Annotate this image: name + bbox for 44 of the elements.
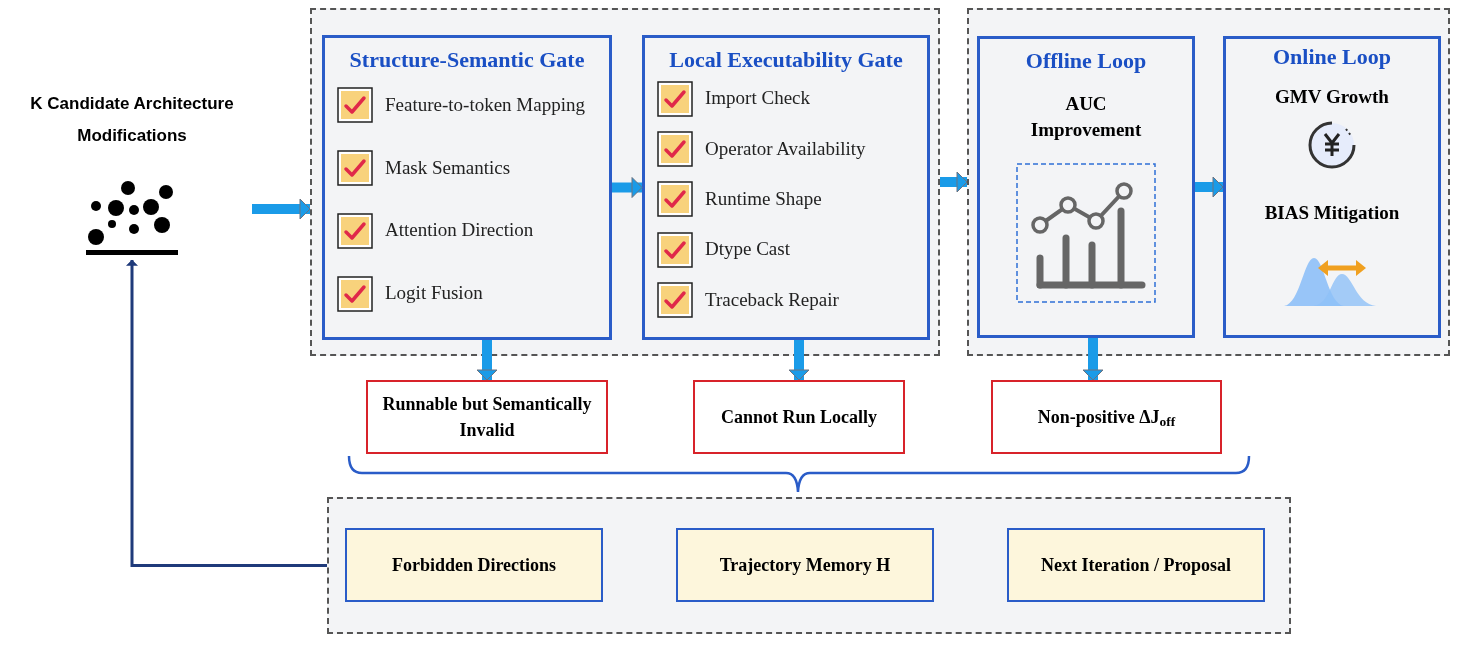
loop-heading: Online Loop [1273,43,1391,71]
failure-box [366,380,608,454]
dashed-group-frame [327,497,1291,634]
memory-box [676,528,934,602]
arrow [252,198,311,220]
check-item-text: Feature-to-token Mapping [385,92,585,117]
arrow [1082,338,1104,381]
metric-text: BIAS Mitigation [1264,201,1400,225]
gate-heading: Structure-Semantic Gate [349,46,585,74]
failure-box [693,380,905,454]
check-item-text: Logit Fusion [385,281,483,306]
memory-text: Next Iteration / Proposal [1040,553,1232,577]
dashed-group-frame [967,8,1450,356]
failure-box [991,380,1222,454]
dashed-group-frame [310,8,940,356]
arrow [940,171,968,193]
gate-panel [642,35,930,340]
memory-box [1007,528,1265,602]
check-item-text: Mask Semantics [385,155,511,180]
failure-text: Cannot Run Locally [720,406,877,429]
check-item-text: Operator Availability [705,136,866,161]
check-item-text: Import Check [705,86,810,111]
memory-box [345,528,603,602]
arrow [476,340,498,381]
gate-panel [322,35,612,340]
arrow [612,177,643,198]
metric-text: AUC Improvement [1029,91,1143,142]
check-item-text: Runtime Shape [705,187,822,211]
title-text: K Candidate Architecture Modifications [29,93,235,147]
metric-text: GMV Growth [1275,84,1389,109]
loop-panel [1223,36,1441,338]
memory-text: Forbidden Directions [391,553,557,577]
check-item-text: Attention Direction [385,218,534,243]
arrow [788,340,810,381]
arrow [1195,176,1224,198]
loop-heading: Offline Loop [1025,47,1147,75]
loop-panel [977,36,1195,338]
check-item-text: Dtype Cast [705,237,790,262]
failure-text: Non-positive ΔJ$_{off}$ [1037,406,1176,430]
failure-text: Runnable but Semantically Invalid [381,393,593,442]
arrow [126,259,327,567]
memory-text: Trajectory Memory H [719,553,891,577]
check-item-text: Traceback Repair [705,287,839,312]
gate-heading: Local Executability Gate [669,46,903,74]
